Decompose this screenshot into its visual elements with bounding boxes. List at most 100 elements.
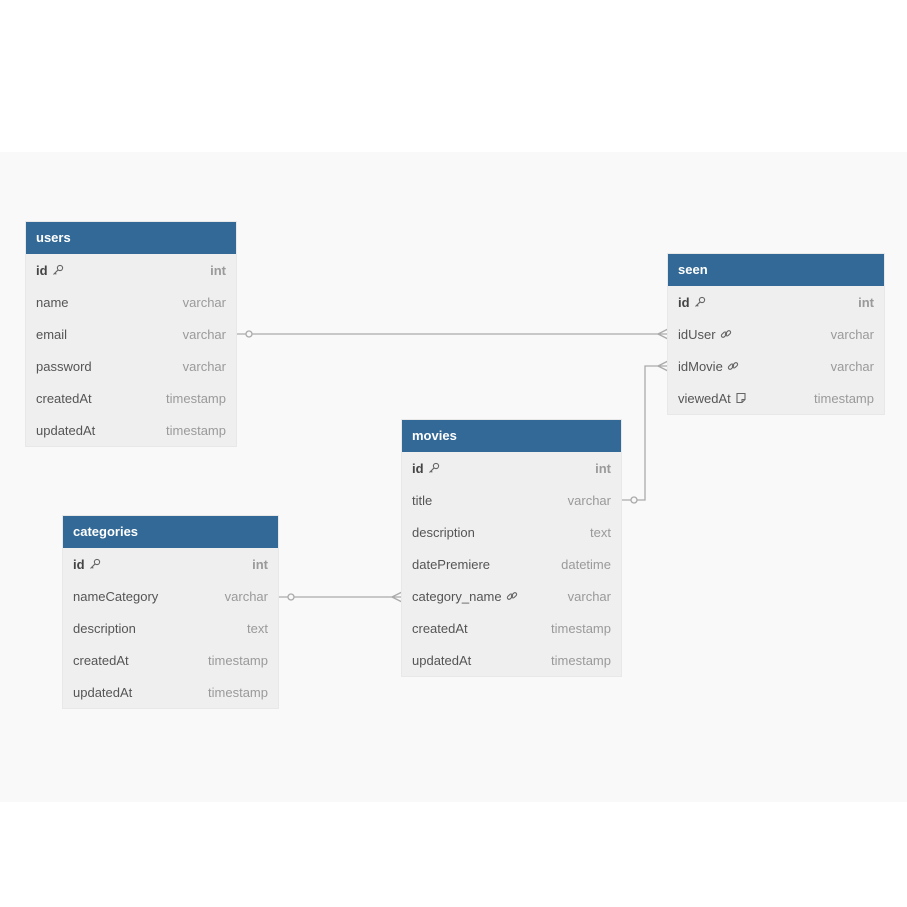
column-type: varchar xyxy=(567,588,611,604)
column-name: updatedAt xyxy=(36,423,95,438)
column-type: timestamp xyxy=(208,684,268,700)
table-header[interactable]: categories xyxy=(63,516,278,548)
column-row-updatedAt[interactable]: updatedAt timestamp xyxy=(402,644,621,676)
column-type: datetime xyxy=(561,556,611,572)
column-name: nameCategory xyxy=(73,589,158,604)
column-name: id xyxy=(73,557,101,572)
key-icon xyxy=(694,296,706,308)
column-name-text: createdAt xyxy=(36,390,92,406)
column-name: idMovie xyxy=(678,359,739,374)
column-row-id[interactable]: id int xyxy=(668,286,884,318)
column-row-email[interactable]: email varchar xyxy=(26,318,236,350)
column-row-description[interactable]: description text xyxy=(63,612,278,644)
column-name: updatedAt xyxy=(412,653,471,668)
column-row-password[interactable]: password varchar xyxy=(26,350,236,382)
column-name-text: updatedAt xyxy=(412,652,472,668)
column-name-text: description xyxy=(412,524,475,540)
column-type: text xyxy=(247,620,268,636)
column-row-datePremiere[interactable]: datePremiere datetime xyxy=(402,548,621,580)
column-name-text: description xyxy=(73,620,136,636)
column-row-category_name[interactable]: category_name varchar xyxy=(402,580,621,612)
column-row-viewedAt[interactable]: viewedAt timestamp xyxy=(668,382,884,414)
connector-users-seen[interactable] xyxy=(237,328,669,340)
table-categories[interactable]: categories id int nameCategory varchar descri… xyxy=(63,516,278,708)
column-type: varchar xyxy=(182,326,226,342)
column-name-text: createdAt xyxy=(73,652,129,668)
column-type: int xyxy=(252,556,268,572)
column-name: viewedAt xyxy=(678,391,747,406)
column-row-nameCategory[interactable]: nameCategory varchar xyxy=(63,580,278,612)
column-name-text: id xyxy=(678,294,690,310)
key-icon xyxy=(89,558,101,570)
column-name-text: id xyxy=(73,556,85,572)
key-icon xyxy=(428,462,440,474)
column-name: category_name xyxy=(412,589,518,604)
column-row-updatedAt[interactable]: updatedAt timestamp xyxy=(26,414,236,446)
connector-movies-seen[interactable] xyxy=(621,360,669,504)
column-name: name xyxy=(36,295,69,310)
column-name-text: password xyxy=(36,358,92,374)
column-name-text: updatedAt xyxy=(73,684,133,700)
column-name-text: viewedAt xyxy=(678,390,731,406)
column-name: description xyxy=(412,525,475,540)
column-type: timestamp xyxy=(166,422,226,438)
column-row-createdAt[interactable]: createdAt timestamp xyxy=(63,644,278,676)
link-icon xyxy=(727,360,739,372)
column-name: description xyxy=(73,621,136,636)
column-name: createdAt xyxy=(412,621,468,636)
column-name: id xyxy=(36,263,64,278)
column-name: id xyxy=(678,295,706,310)
column-row-idMovie[interactable]: idMovie varchar xyxy=(668,350,884,382)
column-row-createdAt[interactable]: createdAt timestamp xyxy=(402,612,621,644)
column-name-text: title xyxy=(412,492,433,508)
column-row-updatedAt[interactable]: updatedAt timestamp xyxy=(63,676,278,708)
column-name: updatedAt xyxy=(73,685,132,700)
column-name-text: id xyxy=(36,262,48,278)
connector-categories-movies[interactable] xyxy=(278,591,403,603)
column-name-text: createdAt xyxy=(412,620,468,636)
column-type: timestamp xyxy=(166,390,226,406)
column-name-text: id xyxy=(412,460,424,476)
column-name: password xyxy=(36,359,92,374)
column-name-text: idUser xyxy=(678,326,716,342)
column-type: varchar xyxy=(224,588,268,604)
column-row-id[interactable]: id int xyxy=(402,452,621,484)
column-name: id xyxy=(412,461,440,476)
column-name-text: updatedAt xyxy=(36,422,96,438)
column-row-createdAt[interactable]: createdAt timestamp xyxy=(26,382,236,414)
column-name-text: email xyxy=(36,326,68,342)
column-name: datePremiere xyxy=(412,557,490,572)
column-type: varchar xyxy=(830,358,874,374)
column-type: timestamp xyxy=(551,652,611,668)
column-type: int xyxy=(210,262,226,278)
column-name-text: datePremiere xyxy=(412,556,491,572)
column-name: email xyxy=(36,327,67,342)
column-type: int xyxy=(858,294,874,310)
column-name: createdAt xyxy=(36,391,92,406)
table-header[interactable]: users xyxy=(26,222,236,254)
table-header[interactable]: movies xyxy=(402,420,621,452)
column-type: timestamp xyxy=(814,390,874,406)
note-icon xyxy=(735,392,747,404)
column-name-text: name xyxy=(36,294,69,310)
column-row-id[interactable]: id int xyxy=(26,254,236,286)
column-type: timestamp xyxy=(208,652,268,668)
table-header[interactable]: seen xyxy=(668,254,884,286)
column-name: createdAt xyxy=(73,653,129,668)
key-icon xyxy=(52,264,64,276)
column-row-id[interactable]: id int xyxy=(63,548,278,580)
column-type: varchar xyxy=(182,358,226,374)
column-type: timestamp xyxy=(551,620,611,636)
column-name: title xyxy=(412,493,432,508)
link-icon xyxy=(506,590,518,602)
column-name: idUser xyxy=(678,327,732,342)
column-type: int xyxy=(595,460,611,476)
